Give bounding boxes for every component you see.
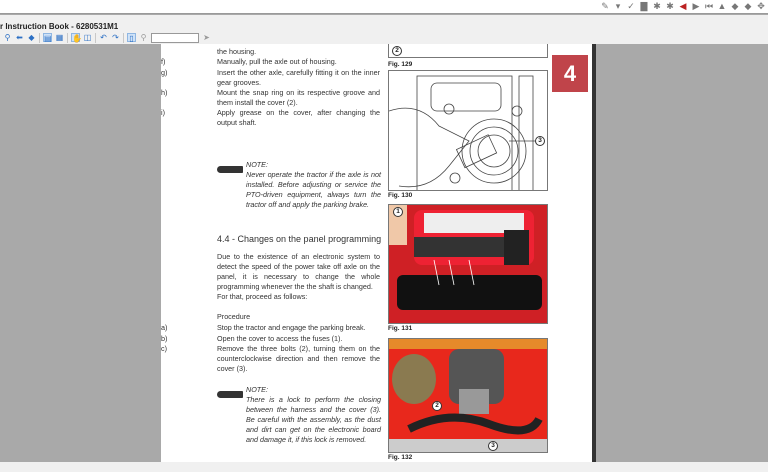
figure-label: Fig. 130 [388, 192, 413, 199]
step-key: c) [161, 344, 167, 353]
continued-text: the housing. [217, 47, 257, 56]
divider [39, 32, 40, 43]
intro-text: Due to the existence of an electronic sy… [217, 252, 380, 302]
search-go-icon[interactable]: ➤ [203, 33, 210, 42]
procedure-label: Procedure [217, 312, 251, 321]
callout: 3 [535, 136, 545, 146]
step-f: f) Manually, pull the axle out of housing… [161, 57, 380, 67]
prev-red-icon[interactable]: ◀ [679, 1, 687, 11]
step-g: g) Insert the other axle, carefully fitti… [161, 68, 380, 88]
check-icon[interactable]: ✓ [627, 1, 635, 11]
step-key: h) [161, 88, 168, 97]
search-icon[interactable]: ⚲ [140, 33, 147, 42]
grid-view-icon[interactable]: ▦ [55, 33, 64, 42]
print-icon[interactable]: ▇ [640, 1, 648, 11]
figure-132: 2 3 [388, 338, 548, 453]
forward-icon[interactable]: ◆ [28, 33, 35, 42]
step-text: Open the cover to access the fuses (1). [217, 334, 343, 343]
figure-label: Fig. 132 [388, 454, 413, 461]
pointing-hand-icon [217, 166, 243, 173]
viewer-toolbar: ⚲ ⬅ ◆ ▤ ▦ ✋ ◫ ↶ ↷ ▯ ⚲ ➤ [0, 31, 768, 44]
step-a: a) Stop the tractor and engage the parkin… [161, 323, 380, 333]
divider [67, 32, 68, 43]
top-toolbar: ✎ ▾ ✓ ▇ ✱ ✱ ◀ ▶ ⏮▲ ◆ ◆ ✥ [600, 1, 766, 12]
step-c: c) Remove the three bolts (2), turning th… [161, 344, 380, 374]
chapter-badge: 4 [552, 55, 588, 92]
top-bar: ✎ ▾ ✓ ▇ ✱ ✱ ◀ ▶ ⏮▲ ◆ ◆ ✥ [0, 0, 768, 14]
figure-130: 3 [388, 70, 548, 191]
figure-131: 1 [388, 204, 548, 324]
page-icon[interactable]: ▯ [127, 33, 136, 43]
step-key: a) [161, 323, 168, 332]
figure-label: Fig. 131 [388, 325, 413, 332]
figure-label: Fig. 129 [388, 61, 413, 68]
section-title: 4.4 - Changes on the panel programming [217, 234, 382, 244]
search-input[interactable] [151, 32, 199, 43]
window-title: r Instruction Book - 6280531M1 [0, 22, 768, 31]
step-key: b) [161, 334, 168, 343]
step-text: Manually, pull the axle out of housing. [217, 57, 337, 66]
step-key: g) [161, 68, 168, 77]
step-h: h) Mount the snap ring on its respective … [161, 88, 380, 108]
hand-tool-icon[interactable]: ✋ [71, 33, 82, 43]
link2-icon[interactable]: ✱ [666, 1, 674, 11]
first-icon[interactable]: ⏮ [704, 1, 714, 11]
dropdown-icon[interactable]: ▾ [615, 1, 621, 11]
step-text: Remove the three bolts (2), turning them… [217, 344, 380, 373]
menu-band [0, 15, 768, 22]
expand-icon[interactable]: ✥ [757, 1, 765, 11]
link-icon[interactable]: ✱ [653, 1, 661, 11]
figure-129: 2 [388, 44, 548, 58]
step-b: b) Open the cover to access the fuses (1)… [161, 334, 380, 344]
step-key: f) [161, 57, 166, 66]
note-text: There is a lock to perform the closing b… [246, 395, 381, 444]
step-text: Apply grease on the cover, after changin… [217, 108, 380, 127]
next-icon[interactable]: ▶ [692, 1, 700, 11]
rotate-right-icon[interactable]: ↷ [112, 33, 119, 42]
callout: 2 [392, 46, 402, 56]
edit-icon[interactable]: ✎ [601, 1, 609, 11]
step-text: Mount the snap ring on its respective gr… [217, 88, 380, 107]
engine-bay-photo [389, 339, 547, 452]
single-page-icon[interactable]: ▤ [43, 33, 52, 43]
callout: 1 [393, 207, 403, 217]
note-2: NOTE:There is a lock to perform the clos… [246, 385, 381, 445]
step-text: Stop the tractor and engage the parking … [217, 323, 366, 332]
step-key: i) [161, 108, 165, 117]
pto-shaft-drawing [389, 75, 535, 190]
intro-body: Due to the existence of an electronic sy… [217, 252, 380, 291]
step-i: i) Apply grease on the cover, after chang… [161, 108, 380, 128]
callout: 3 [488, 441, 498, 451]
note-title: NOTE: [246, 385, 268, 394]
divider [95, 32, 96, 43]
left-icon[interactable]: ◆ [731, 1, 739, 11]
step-text: Insert the other axle, carefully fitting… [217, 68, 380, 87]
two-page-icon[interactable]: ◫ [83, 33, 92, 42]
zoom-icon[interactable]: ⚲ [4, 33, 11, 42]
divider [123, 32, 124, 43]
proceed-text: For that, proceed as follows: [217, 292, 308, 301]
note-text: Never operate the tractor if the axle is… [246, 170, 381, 209]
callout: 2 [432, 401, 442, 411]
right-icon[interactable]: ◆ [744, 1, 752, 11]
rotate-left-icon[interactable]: ↶ [100, 33, 107, 42]
status-bar [0, 462, 768, 472]
pointing-hand-icon [217, 391, 243, 398]
back-icon[interactable]: ⬅ [16, 33, 23, 42]
document-page: the housing. f) Manually, pull the axle o… [161, 44, 593, 462]
note-title: NOTE: [246, 160, 268, 169]
note-1: NOTE:Never operate the tractor if the ax… [246, 160, 381, 210]
up-icon[interactable]: ▲ [717, 1, 727, 11]
page-shadow [592, 44, 596, 462]
fuse-box-photo [389, 205, 547, 323]
